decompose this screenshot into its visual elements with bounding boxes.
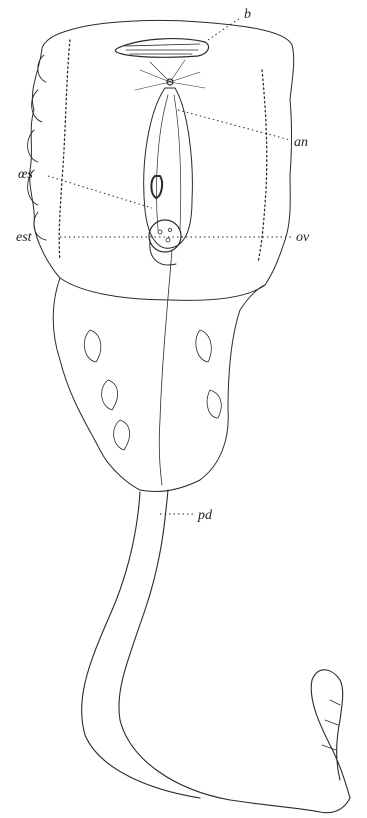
tentacle-lobes-left	[28, 55, 46, 240]
label-oes: œs	[18, 167, 33, 182]
dotted-column-right	[258, 70, 267, 262]
peduncle-outline-left	[82, 492, 200, 798]
label-est: est	[16, 230, 33, 245]
dotted-column-left	[59, 40, 70, 260]
ovary-structure	[149, 220, 181, 252]
mouth-lines	[125, 44, 200, 54]
body-outline-lower	[53, 278, 265, 492]
ovary-dot	[158, 230, 162, 234]
central-canal	[144, 88, 193, 248]
internal-stalk	[159, 250, 172, 485]
peduncle-outline-right	[119, 490, 350, 813]
leader-line-oes	[48, 176, 152, 208]
label-pd: pd	[197, 508, 213, 523]
foot-base	[311, 670, 350, 798]
leader-line-b	[208, 18, 240, 40]
ovary-dot	[166, 238, 170, 242]
label-ov: ov	[296, 230, 310, 245]
label-an: an	[294, 135, 308, 150]
canal-inner-lines	[156, 95, 180, 230]
mouth-structure	[115, 39, 208, 58]
leader-line-an	[178, 110, 290, 140]
ovary-dot	[169, 229, 172, 232]
body-outline-upper	[30, 20, 294, 300]
lower-lobes	[84, 330, 221, 450]
label-b: b	[244, 7, 251, 22]
